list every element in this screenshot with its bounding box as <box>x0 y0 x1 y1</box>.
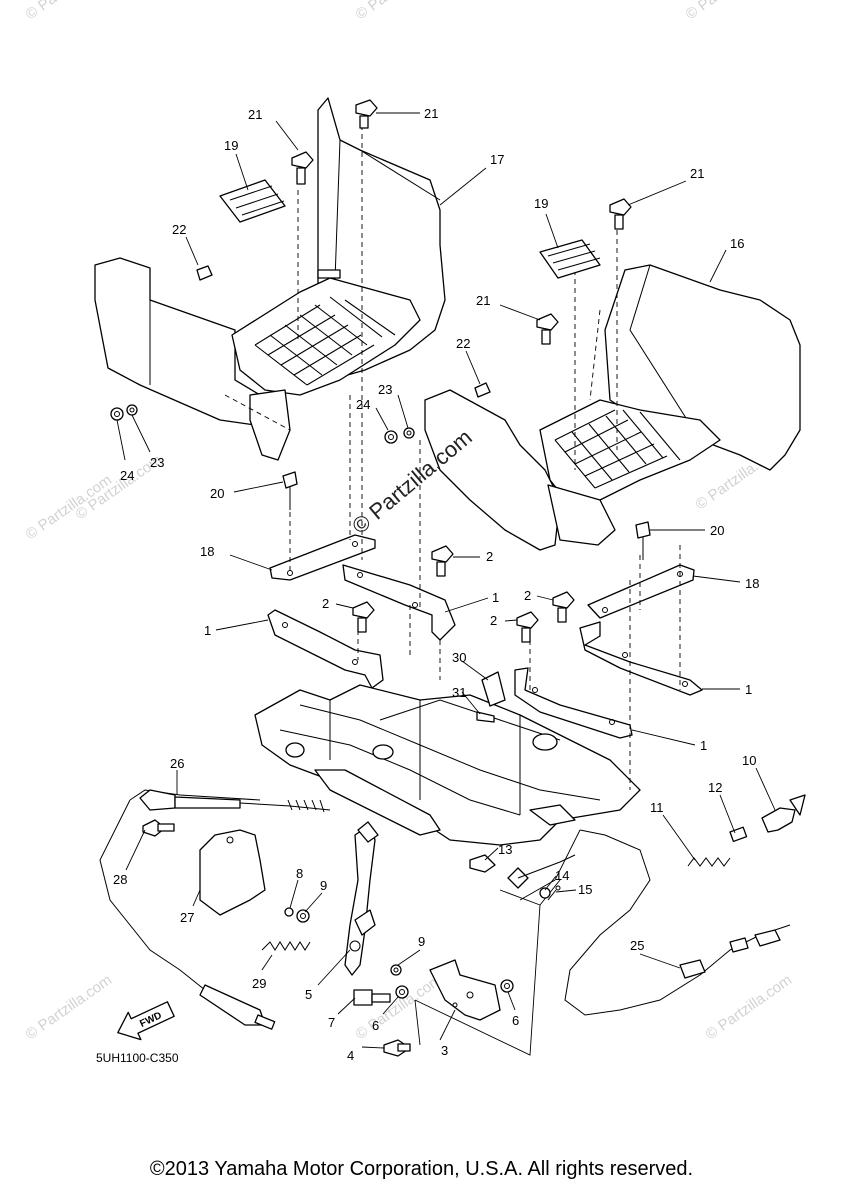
assembly-lines <box>224 125 681 790</box>
copyright-notice: ©2013 Yamaha Motor Corporation, U.S.A. A… <box>149 1158 694 1180</box>
callout-6: 6 <box>512 1013 519 1028</box>
watermark: © Partzilla.com <box>703 971 796 1043</box>
callout-31: 31 <box>452 685 466 700</box>
right-footrest-guard <box>424 264 801 551</box>
callout-24: 24 <box>120 468 134 483</box>
callout-18: 18 <box>745 576 759 591</box>
callout-20: 20 <box>210 486 224 501</box>
callout-28: 28 <box>113 872 127 887</box>
left-footrest-guard <box>94 97 446 461</box>
callout-27: 27 <box>180 910 194 925</box>
callout-16: 16 <box>730 236 744 251</box>
watermarks: © Partzilla.com © Partzilla.com © Partzi… <box>23 0 796 1043</box>
callout-10: 10 <box>742 753 756 768</box>
callout-22: 22 <box>456 336 470 351</box>
callout-18: 18 <box>200 544 214 559</box>
callout-21: 21 <box>248 107 262 122</box>
callout-1: 1 <box>204 623 211 638</box>
callout-7: 7 <box>328 1015 335 1030</box>
callout-11: 11 <box>650 800 664 815</box>
callout-17: 17 <box>490 152 504 167</box>
callout-26: 26 <box>170 756 184 771</box>
watermark: © Partzilla.com <box>353 0 446 23</box>
watermark: © Partzilla.com <box>23 0 116 23</box>
callout-2: 2 <box>486 549 493 564</box>
callout-20: 20 <box>710 523 724 538</box>
callout-21: 21 <box>690 166 704 181</box>
brake-subassembly <box>142 819 576 1057</box>
callout-23: 23 <box>150 455 164 470</box>
callout-23: 23 <box>378 382 392 397</box>
callout-15: 15 <box>578 882 592 897</box>
callout-30: 30 <box>452 650 466 665</box>
callout-6: 6 <box>372 1018 379 1033</box>
callout-1: 1 <box>492 590 499 605</box>
callout-8: 8 <box>296 866 303 881</box>
callout-2: 2 <box>490 613 497 628</box>
watermark: © Partzilla.com <box>23 971 116 1043</box>
footrest-stays <box>267 534 703 739</box>
leader-lines <box>116 112 776 1049</box>
callout-3: 3 <box>441 1043 448 1058</box>
callout-4: 4 <box>347 1048 354 1063</box>
callout-2: 2 <box>322 596 329 611</box>
callout-13: 13 <box>498 842 512 857</box>
diagram-code: 5UH1100-C350 <box>96 1051 179 1065</box>
callout-22: 22 <box>172 222 186 237</box>
callout-19: 19 <box>224 138 238 153</box>
callout-21: 21 <box>476 293 490 308</box>
fwd-arrow: FWD <box>117 1001 175 1041</box>
callout-29: 29 <box>252 976 266 991</box>
callout-1: 1 <box>700 738 707 753</box>
callout-12: 12 <box>708 780 722 795</box>
cables <box>99 671 806 1030</box>
callout-2: 2 <box>524 588 531 603</box>
callout-1: 1 <box>745 682 752 697</box>
watermark: © Partzilla.com <box>683 0 776 23</box>
frame <box>254 684 641 846</box>
callout-14: 14 <box>555 868 569 883</box>
callout-9: 9 <box>418 934 425 949</box>
callouts: 21 21 19 17 22 21 19 16 21 22 23 24 24 2… <box>113 106 759 1063</box>
callout-24: 24 <box>356 397 370 412</box>
callout-21: 21 <box>424 106 438 121</box>
hardware <box>110 99 651 643</box>
callout-9: 9 <box>320 878 327 893</box>
callout-25: 25 <box>630 938 644 953</box>
callout-19: 19 <box>534 196 548 211</box>
callout-5: 5 <box>305 987 312 1002</box>
